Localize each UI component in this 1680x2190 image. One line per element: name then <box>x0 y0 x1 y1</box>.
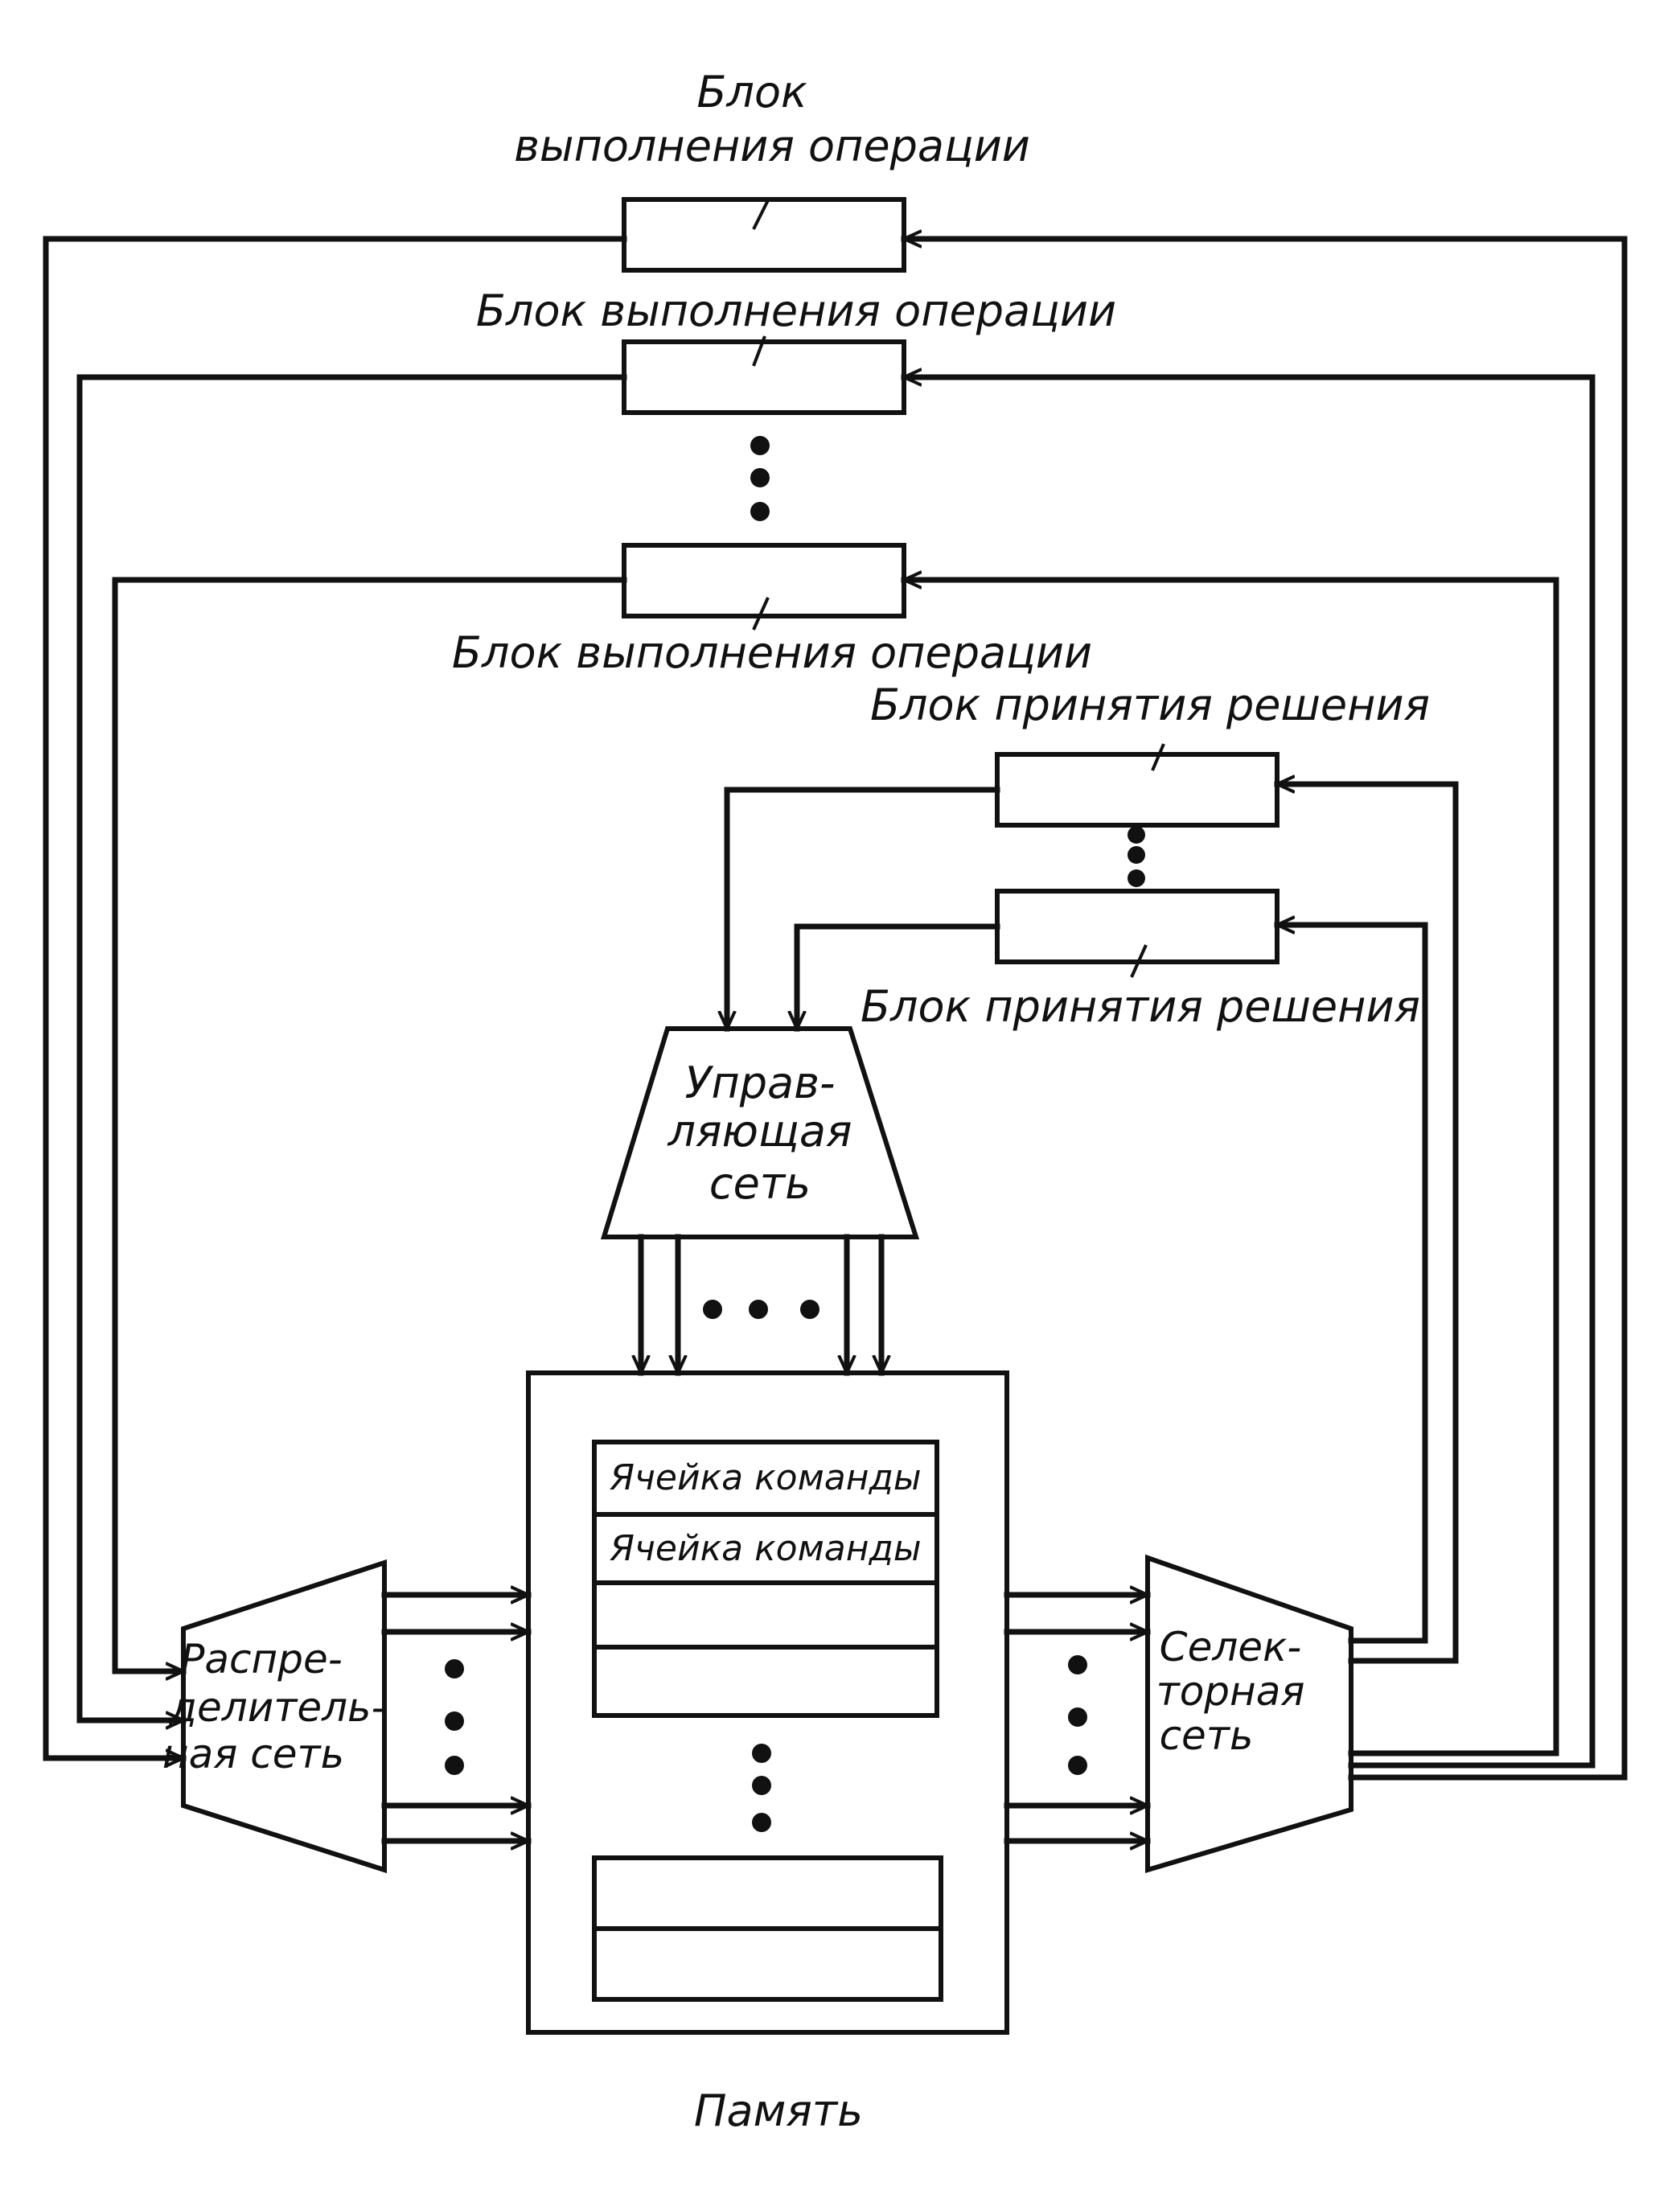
control-network-label-2: ляющая <box>667 1106 852 1157</box>
decision-blocks-ellipsis <box>1128 826 1145 887</box>
decision-block-1 <box>995 743 1280 828</box>
exec-block-2 <box>622 335 906 415</box>
exec-block-2-label: Блок выполнения операции <box>476 286 1116 336</box>
decision-block-n <box>995 889 1280 978</box>
exec-block-1-leader <box>752 198 770 230</box>
selector-network-label-1: Селек- <box>1160 1624 1302 1670</box>
selector-network-label: Селек- торная сеть <box>1156 1624 1305 1759</box>
memory-cell-n-1 <box>592 1855 943 1931</box>
distribution-network-shape <box>181 1559 387 1874</box>
decision-block-n-label: Блок принятия решения <box>861 981 1420 1032</box>
exec-block-2-leader <box>752 335 766 367</box>
command-cell-2-label: Ячейка команды <box>609 1528 921 1569</box>
exec-block-n-leader <box>752 597 770 631</box>
memory-to-selector-wires <box>1004 1595 1151 1841</box>
exec-feedback-wires <box>43 239 1628 1781</box>
selector-network-shape <box>1145 1554 1353 1874</box>
memory-cell-4 <box>592 1645 939 1718</box>
distribution-to-memory-wires <box>381 1595 532 1841</box>
selector-network-label-2: торная <box>1156 1668 1305 1715</box>
memory-cell-n <box>592 1926 943 2002</box>
decision-block-1-label: Блок принятия решения <box>870 680 1430 730</box>
memory-block <box>526 1370 1009 2035</box>
distribution-network-label-3: ная сеть <box>162 1731 344 1777</box>
control-network-label: Управ- ляющая сеть <box>667 1058 852 1209</box>
memory-label: Память <box>694 2085 863 2136</box>
distribution-network-label: Распре- делитель- ная сеть <box>162 1636 386 1777</box>
decision-block-1-leader <box>1151 743 1165 771</box>
decision-wires <box>727 784 1459 1664</box>
control-network-label-1: Управ- <box>685 1058 836 1108</box>
memory-cell-3 <box>592 1580 939 1650</box>
distribution-network-label-2: делитель- <box>168 1684 385 1731</box>
selector-network-label-3: сеть <box>1160 1712 1254 1759</box>
exec-block-1-label-line1: Блок <box>696 67 807 117</box>
exec-block-n-label: Блок выполнения операции <box>452 627 1092 678</box>
command-cell-2 <box>592 1512 939 1585</box>
decision-block-n-leader <box>1130 944 1148 978</box>
control-to-memory-wires <box>641 1234 881 1376</box>
memory-cells-ellipsis <box>752 1744 771 1832</box>
control-network-label-3: сеть <box>709 1158 811 1209</box>
exec-block-1 <box>622 197 906 273</box>
distribution-network-label-1: Распре- <box>180 1636 343 1683</box>
exec-blocks-ellipsis <box>750 436 770 521</box>
exec-block-n <box>622 543 906 631</box>
command-cell-1-label: Ячейка команды <box>609 1457 921 1498</box>
exec-block-1-label-line2: выполнения операции <box>514 121 1030 171</box>
